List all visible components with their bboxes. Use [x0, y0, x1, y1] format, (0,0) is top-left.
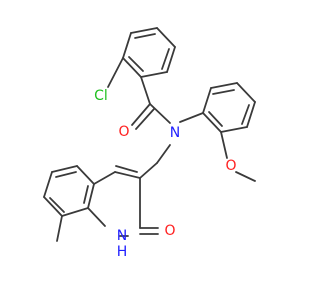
molecule-canvas: Cl O N O O H N: [43, 27, 256, 260]
bond: [43, 196, 63, 217]
bond: [140, 76, 151, 105]
bond: [115, 165, 138, 173]
bond: [56, 215, 63, 242]
bond: [156, 144, 171, 164]
bond: [210, 82, 238, 89]
bond: [55, 171, 77, 178]
bond: [61, 207, 89, 217]
quinolinone-n-label: N: [117, 228, 127, 244]
bond: [114, 171, 141, 179]
bond: [202, 87, 212, 114]
bond: [212, 89, 235, 95]
bond: [220, 131, 228, 159]
bond: [246, 101, 256, 128]
bond: [235, 171, 256, 182]
bond: [139, 162, 158, 179]
bond: [241, 104, 250, 125]
bond: [135, 108, 155, 130]
bond: [87, 183, 95, 209]
bond: [236, 82, 256, 103]
bond: [134, 33, 156, 39]
bond: [49, 197, 65, 213]
bond: [107, 57, 124, 88]
bond: [131, 103, 151, 126]
bond: [51, 165, 78, 173]
bond: [149, 103, 171, 124]
bond: [83, 185, 89, 204]
methoxy-oxygen-label: O: [225, 158, 236, 174]
atom-labels: Cl O N O O H N: [94, 88, 236, 260]
bond: [130, 27, 158, 34]
bond: [122, 32, 132, 59]
bond: [93, 171, 116, 185]
bonds: [43, 27, 256, 242]
bond: [208, 111, 223, 127]
bond: [122, 57, 142, 78]
bond: [202, 112, 222, 133]
bond: [166, 46, 176, 73]
amide-nitrogen-label: N: [170, 125, 180, 141]
quinolinone-oxygen-label: O: [164, 223, 175, 239]
chlorine-label: Cl: [94, 88, 108, 104]
quinolinone-nh-label: H: [117, 244, 128, 260]
bond: [43, 171, 53, 198]
amide-oxygen-label: O: [118, 124, 129, 140]
bond: [87, 207, 106, 227]
bond: [156, 27, 176, 48]
bond: [220, 126, 248, 133]
bond: [76, 165, 95, 185]
structure-diagram: Cl O N O O H N: [43, 27, 256, 260]
bond: [140, 71, 168, 78]
bond: [179, 112, 204, 123]
bond: [128, 56, 144, 72]
bond: [161, 48, 170, 70]
